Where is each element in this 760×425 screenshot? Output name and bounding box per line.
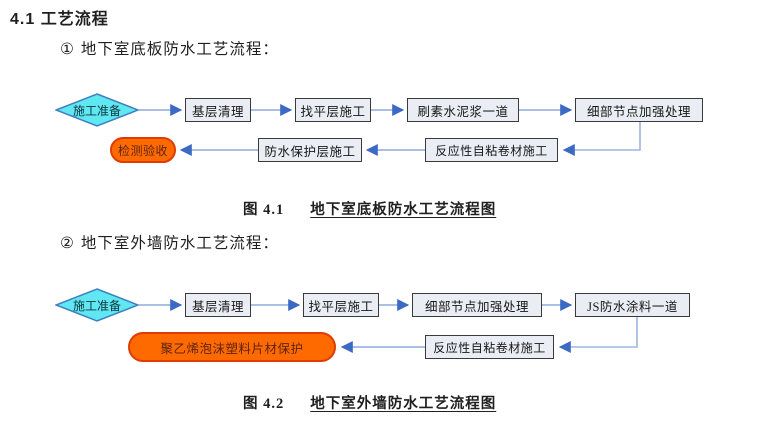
fc1-step-leveling-layer: 找平层施工: [295, 98, 371, 122]
list-item-1-text: 地下室底板防水工艺流程：: [80, 41, 279, 58]
figure-caption-1-number: 图 4.1: [243, 202, 285, 218]
list-item-2-text: 地下室外墙防水工艺流程：: [80, 235, 279, 252]
figure-caption-2-title: 地下室外墙防水工艺流程图: [310, 396, 497, 412]
section-heading: 4.1 工艺流程: [10, 11, 109, 28]
diamond-shape: [55, 93, 139, 127]
list-item-1-marker: ①: [60, 41, 75, 58]
fc1-step-detail-reinforce: 细部节点加强处理: [575, 98, 703, 122]
fc1-start-label: 施工准备: [72, 103, 121, 118]
figure-caption-1: 图 4.1 地下室底板防水工艺流程图: [243, 198, 496, 219]
figure-caption-2: 图 4.2 地下室外墙防水工艺流程图: [243, 392, 496, 413]
diamond-shape: [55, 288, 139, 322]
figure-caption-2-number: 图 4.2: [243, 396, 285, 412]
flow-elbow-connector: [562, 122, 641, 156]
fc1-step-base-cleaning: 基层清理: [185, 98, 251, 122]
fc1-end-inspection-oval: 检测验收: [110, 137, 176, 163]
flowchart-exterior-wall: 施工准备 基层清理 找平层施工 细部节点加强处理 JS防水涂料一道 反应性自粘卷…: [0, 283, 760, 368]
fc2-step-base-cleaning: 基层清理: [185, 293, 251, 317]
fc2-end-foam-protection-oval: 聚乙烯泡沫塑料片材保护: [128, 332, 336, 362]
flow-elbow-connector: [558, 317, 638, 353]
fc1-step-protective-layer: 防水保护层施工: [258, 138, 362, 162]
flowchart-1-connectors: [139, 104, 641, 156]
fc1-step-self-adhesive-membrane: 反应性自粘卷材施工: [425, 138, 558, 162]
fc1-start-diamond: 施工准备: [55, 93, 139, 127]
flowchart-basement-slab: 施工准备 基层清理 找平层施工 刷素水泥浆一道 细部节点加强处理 反应性自粘卷材…: [0, 88, 760, 173]
fc2-start-label: 施工准备: [72, 298, 121, 313]
list-item-2-marker: ②: [60, 235, 75, 252]
fc2-step-detail-reinforce: 细部节点加强处理: [412, 293, 542, 317]
fc2-step-js-coating: JS防水涂料一道: [575, 293, 690, 317]
flowchart-2-connectors: [139, 299, 638, 353]
fc2-step-leveling-layer: 找平层施工: [303, 293, 379, 317]
fc1-step-cement-slurry: 刷素水泥浆一道: [407, 98, 519, 122]
figure-caption-1-title: 地下室底板防水工艺流程图: [310, 202, 497, 218]
list-item-1: ① 地下室底板防水工艺流程：: [60, 37, 279, 59]
fc2-step-self-adhesive-membrane: 反应性自粘卷材施工: [425, 335, 554, 359]
list-item-2: ② 地下室外墙防水工艺流程：: [60, 231, 279, 253]
fc2-start-diamond: 施工准备: [55, 288, 139, 322]
